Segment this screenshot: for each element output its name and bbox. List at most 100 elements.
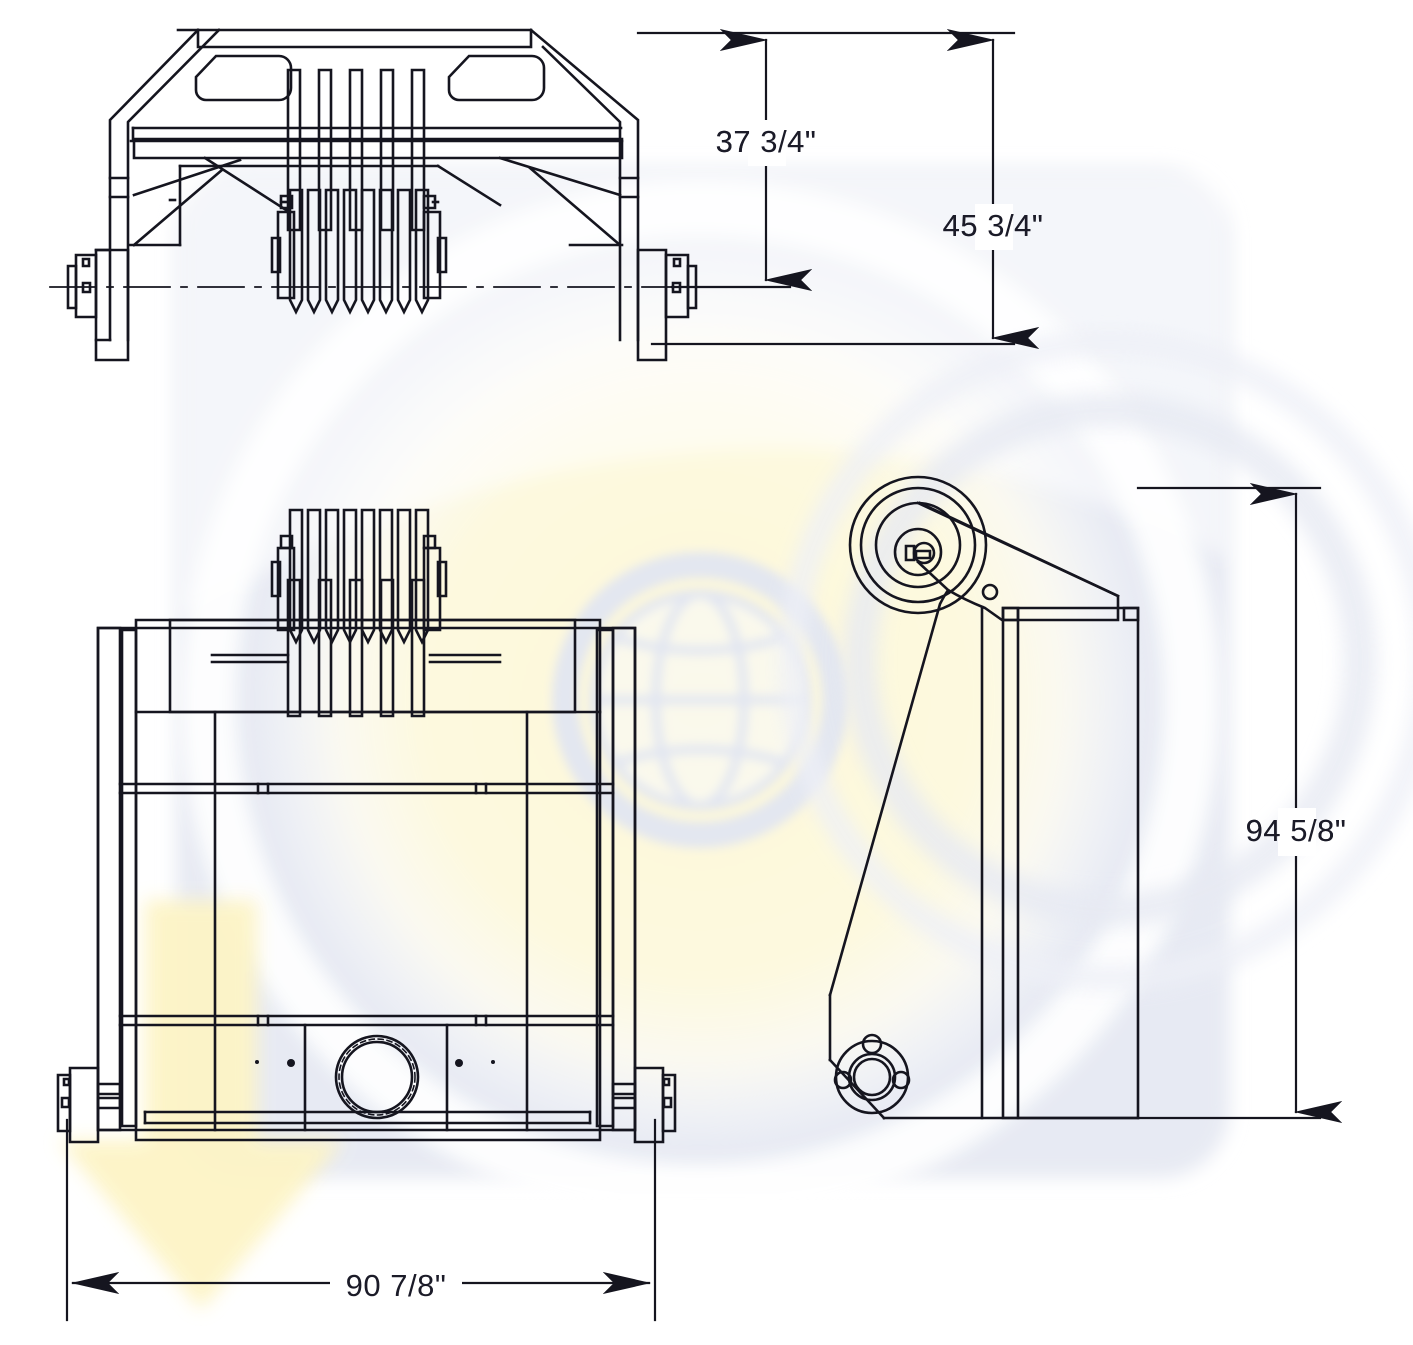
right-outer-rail-inner (541, 45, 622, 342)
front-guide-rail-3 (348, 578, 364, 718)
front-sheave-disc-4 (342, 508, 358, 645)
plan-left-bearing (56, 1066, 122, 1144)
right-bearing-cap (686, 264, 698, 310)
front-guide-rail-1 (286, 578, 302, 718)
dimension-labels: 37 3/4" 45 3/4" 94 5/8" 90 7/8" (346, 124, 1347, 1303)
body-outline (96, 626, 637, 1132)
left-bearing-body (74, 253, 98, 319)
plan-left-bearing-plate (68, 1066, 100, 1144)
right-edge-post (611, 626, 637, 1132)
front-sheave-disc-7 (396, 508, 412, 645)
pivot-arm-upper (916, 501, 1120, 622)
left-diagonal-gusset-2 (132, 168, 224, 247)
mast-top-cap (1001, 606, 1020, 622)
right-inner-post (595, 628, 615, 1128)
left-bearing-bolt-top (81, 257, 91, 268)
access-port-outer-ring (334, 1034, 420, 1120)
dim-label-90-7-8: 90 7/8" (346, 1268, 447, 1303)
sheave-disc-7 (396, 188, 412, 315)
left-lightening-hole (194, 54, 293, 102)
cross-beam-band (132, 137, 624, 160)
body-inner-frame (134, 618, 602, 1142)
guide-rail-1 (286, 68, 302, 232)
sheave-disc-8 (414, 188, 430, 315)
sheave-disc-1 (288, 188, 304, 315)
pivot-arm-top-edge (918, 501, 1120, 598)
right-diagonal-gusset-2 (528, 166, 622, 247)
left-bearing-plate (94, 248, 130, 362)
side-sheave-wheel (848, 475, 988, 615)
view-right-side-elevation (828, 475, 1140, 1120)
sheave-disc-3 (324, 188, 340, 315)
flange-bolt-top (861, 1033, 883, 1055)
access-port (334, 1034, 420, 1120)
front-sheave-disc-8 (414, 508, 430, 645)
front-sheave-cap-right (422, 534, 437, 550)
sheave-keyway (904, 544, 916, 562)
plan-right-bearing-bolt (662, 1077, 671, 1087)
sheave-disc-4 (342, 188, 358, 315)
bottom-flange-bearing (833, 1033, 911, 1115)
right-bearing-bolt-mid (671, 281, 682, 294)
plan-right-bearing (611, 1066, 677, 1144)
plan-right-bearing-body (661, 1073, 677, 1133)
view-front-plan-elevation (56, 508, 677, 1144)
right-axle-bearing (636, 248, 698, 362)
left-bearing-cap (66, 264, 78, 310)
plan-left-bearing-link-b (96, 1096, 122, 1110)
front-sheave-disc-3 (324, 508, 340, 645)
guide-rail-2 (317, 68, 333, 232)
plan-left-bearing-bolt (62, 1077, 71, 1087)
left-bearing-bolt-mid (81, 281, 92, 294)
mast-plate (1001, 606, 1140, 1120)
fastener-marks (255, 1059, 495, 1067)
mast-top-cap-right (1122, 606, 1140, 622)
front-guide-rail-2 (317, 578, 333, 718)
front-sheave-bearing-left (270, 560, 282, 598)
sheave-disc-2 (306, 188, 322, 315)
sheave-bearing-right (436, 236, 448, 274)
front-guide-rail-5 (410, 578, 426, 718)
top-cap-rail (196, 28, 533, 49)
plan-left-bearing-body (56, 1073, 72, 1133)
watermark-rings (779, 329, 1413, 991)
left-inner-post (120, 628, 138, 1128)
sheave-bearing-left (270, 236, 282, 274)
sheave-hub-right (422, 210, 442, 300)
dim-label-94-5-8: 94 5/8" (1246, 813, 1347, 848)
plan-right-bearing-plate (633, 1066, 665, 1144)
flange-bolt-right (891, 1070, 911, 1090)
sheave-cluster-front (270, 508, 448, 718)
plan-right-bearing-link-a (611, 1082, 637, 1096)
sheave-key-slot (914, 549, 932, 560)
dim-label-45-3-4: 45 3/4" (943, 208, 1044, 243)
plan-right-bearing-slot (662, 1096, 673, 1109)
sheave-hubcap-left (279, 194, 294, 210)
view-top-end-elevation (49, 28, 789, 362)
front-sheave-bearing-right (436, 560, 448, 598)
sheave-hub-left (276, 210, 296, 300)
sheave-outer-circle (848, 475, 988, 615)
right-bearing-body (664, 253, 690, 319)
flange-mid-circle (847, 1052, 897, 1102)
left-outer-rail (108, 28, 200, 342)
guide-rail-5 (410, 68, 426, 232)
plan-left-bearing-slot (60, 1096, 71, 1109)
right-bearing-bolt-top (672, 257, 682, 268)
pivot-arm-hole (981, 583, 999, 601)
access-port-inner-ring (340, 1040, 414, 1114)
flange-bolt-left (833, 1070, 853, 1090)
right-diagonal-gusset (498, 156, 622, 197)
front-guide-rail-4 (379, 578, 395, 718)
sheave-disc-6 (378, 188, 394, 315)
right-bearing-plate (636, 248, 668, 362)
globe-icon (552, 552, 848, 848)
dimension-label-knockouts (746, 122, 788, 164)
arm-diagonal-left (828, 588, 950, 997)
dimension-extension-lines (65, 31, 1322, 1322)
sheave-groove-circle (859, 486, 977, 604)
left-axle-bearing (66, 248, 130, 362)
flange-bore-circle (852, 1057, 892, 1097)
